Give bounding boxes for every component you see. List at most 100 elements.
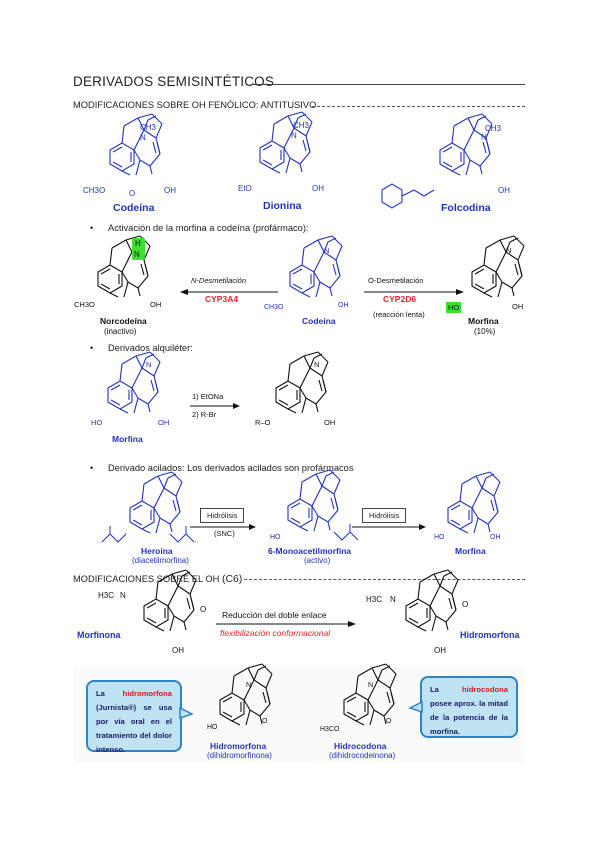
morphine-right-label: Morfina xyxy=(468,316,499,326)
morphinone-n: N xyxy=(120,591,126,600)
hydrocodone-note: (dihidrocodeinona) xyxy=(329,751,396,760)
alkyl-product-structure xyxy=(275,351,329,414)
hydrolysis-box-2: Hidrólisis xyxy=(362,508,407,523)
morphine-right-note: (10%) xyxy=(474,327,496,336)
codeine-oh: OH xyxy=(164,186,176,195)
morphine-right-oh: OH xyxy=(512,302,524,311)
morphine-right-structure xyxy=(471,235,525,298)
section1-rule xyxy=(312,106,525,107)
callout-left-highlight: hidromorfona xyxy=(122,689,172,698)
bullet-alkylether: Derivados alquiléter: xyxy=(90,343,193,353)
section2-heading: MODIFICACIONES SOBRE EL OH (C6) xyxy=(73,573,242,585)
norcodeine-note: (inactivo) xyxy=(104,327,137,336)
morphine-acyl-oh: OH xyxy=(490,534,501,541)
pholcodine-n: N xyxy=(481,133,487,142)
morphine-ho-highlight xyxy=(446,302,461,313)
hydrocodone-o: O xyxy=(386,718,392,725)
morphinone-oh: OH xyxy=(172,646,184,655)
hydromorphone-small-o: O xyxy=(262,718,268,725)
acyl-arrow-1 xyxy=(190,524,256,530)
callout-right-text: posee aprox. la mitad de la potencia de … xyxy=(430,699,508,736)
alkyl-start-label: Morfina xyxy=(112,434,143,444)
dionine-n: N xyxy=(291,131,297,140)
reduction-label: Reducción del doble enlace xyxy=(222,610,327,620)
arrow-left xyxy=(180,289,278,295)
callout-left-text: (Jurnista®) se usa por vía oral en el tr… xyxy=(96,703,172,754)
callout-right-highlight: hidrocodona xyxy=(462,685,508,694)
codeine-label: Codeína xyxy=(113,202,155,214)
morphine-acyl-label: Morfina xyxy=(455,546,486,556)
hydromorphone-main-label: Hidromorfona xyxy=(460,630,520,640)
norcodeine-oh: OH xyxy=(150,300,162,309)
n-demethylation-label: N-Desmetilación xyxy=(191,276,247,285)
pholcodine-oh: OH xyxy=(498,186,510,195)
dionine-ch3: CH3 xyxy=(293,121,310,130)
mam-note: (activo) xyxy=(304,556,331,565)
norcodeine-nh-highlight xyxy=(132,238,145,260)
heroin-note: (diacetilmorfina) xyxy=(132,556,189,565)
alkyl-start-oh: OH xyxy=(158,418,170,427)
norcodeine-label: Norcodeína xyxy=(100,316,147,326)
alkyl-start-ho: HO xyxy=(91,418,103,427)
codeine-center-structure xyxy=(289,235,343,298)
morphinone-h3c: H3C xyxy=(98,591,115,600)
hydromorphone-main-h3c: H3C xyxy=(366,595,383,604)
hydromorphone-main-oh: OH xyxy=(434,646,446,655)
codeine-center-n: N xyxy=(324,246,330,255)
morphine-right-ho: HO xyxy=(448,303,460,312)
codeine-o: O xyxy=(129,189,136,198)
alkyl-arrow xyxy=(190,403,240,409)
hydrocodone-label: Hidrocodona xyxy=(334,741,387,751)
hydrocodone-structure xyxy=(343,663,397,726)
heroin-acetyl-groups xyxy=(101,526,195,543)
hydrocodone-n: N xyxy=(368,682,374,689)
o-demethylation-label: O-Desmetilación xyxy=(368,276,424,285)
hydrolysis-box-1-note: (SNC) xyxy=(214,529,235,538)
hydromorphone-main-structure xyxy=(405,569,459,632)
morphinone-structure xyxy=(143,569,197,632)
pholcodine-ch3: CH3 xyxy=(485,124,502,133)
morphinone-label: Morfinona xyxy=(77,630,121,640)
codeine-center-label: Codeína xyxy=(302,316,336,326)
norcodeine-structure xyxy=(97,235,151,298)
hydromorphone-small-ho: HO xyxy=(207,724,218,731)
morphine-alkyl-start xyxy=(107,351,161,414)
callout-hydrocodone: La hidrocodona posee aprox. la mitad de … xyxy=(420,676,518,738)
hydrocodone-h3co: H3CO xyxy=(320,726,340,733)
mam-ho: HO xyxy=(270,534,281,541)
norcodeine-ch3o: CH3O xyxy=(74,300,95,309)
codeine-ch3o: CH3O xyxy=(83,186,106,195)
flexibilization-label: flexibilización conformacional xyxy=(220,628,331,638)
mam-acetyl-group xyxy=(333,524,359,541)
codeine-ch3: CH3 xyxy=(140,123,157,132)
pholcodine-label: Folcodina xyxy=(441,202,491,214)
codeine-center-oh: OH xyxy=(338,302,349,309)
title-rule xyxy=(253,84,525,85)
morpholine-ring xyxy=(381,183,435,209)
alkyl-step1: 1) EtONa xyxy=(192,392,224,401)
arrow-right xyxy=(364,289,464,295)
alkyl-product-ro: R–O xyxy=(255,418,271,427)
alkyl-start-n: N xyxy=(146,360,152,369)
bullet-acylated: Derivado acilados: Los derivados acilado… xyxy=(90,463,354,473)
section2-rule xyxy=(244,579,525,580)
codeine-center-ch3o: CH3O xyxy=(264,304,284,311)
section1-heading: MODIFICACIONES SOBRE OH FENÓLICO: ANTITU… xyxy=(73,100,317,110)
dionine-label: Dionina xyxy=(263,200,302,212)
acyl-arrow-2 xyxy=(352,524,426,530)
codeine-structure xyxy=(109,113,163,176)
hydrolysis-box-1: Hidrólisis xyxy=(200,508,245,523)
norcodeine-n: N xyxy=(134,250,140,259)
alkyl-product-oh: OH xyxy=(324,418,336,427)
alkyl-step2: 2) R-Br xyxy=(192,410,217,419)
dionine-eto: EtO xyxy=(238,184,252,193)
codeine-n: N xyxy=(140,133,146,142)
alkyl-product-n: N xyxy=(314,360,320,369)
callout-hydromorphone: La hidromorfona (Jurnista®) se usa por v… xyxy=(86,680,182,754)
bullet-activation: Activación de la morfina a codeína (prof… xyxy=(90,223,308,233)
hydromorphone-small-note: (dihidromorfinona) xyxy=(207,751,272,760)
callout-left-tail xyxy=(179,706,194,720)
morphinone-o: O xyxy=(200,605,207,614)
slow-reaction-note: (reacción lenta) xyxy=(373,310,425,319)
norcodeine-h: H xyxy=(135,239,141,248)
